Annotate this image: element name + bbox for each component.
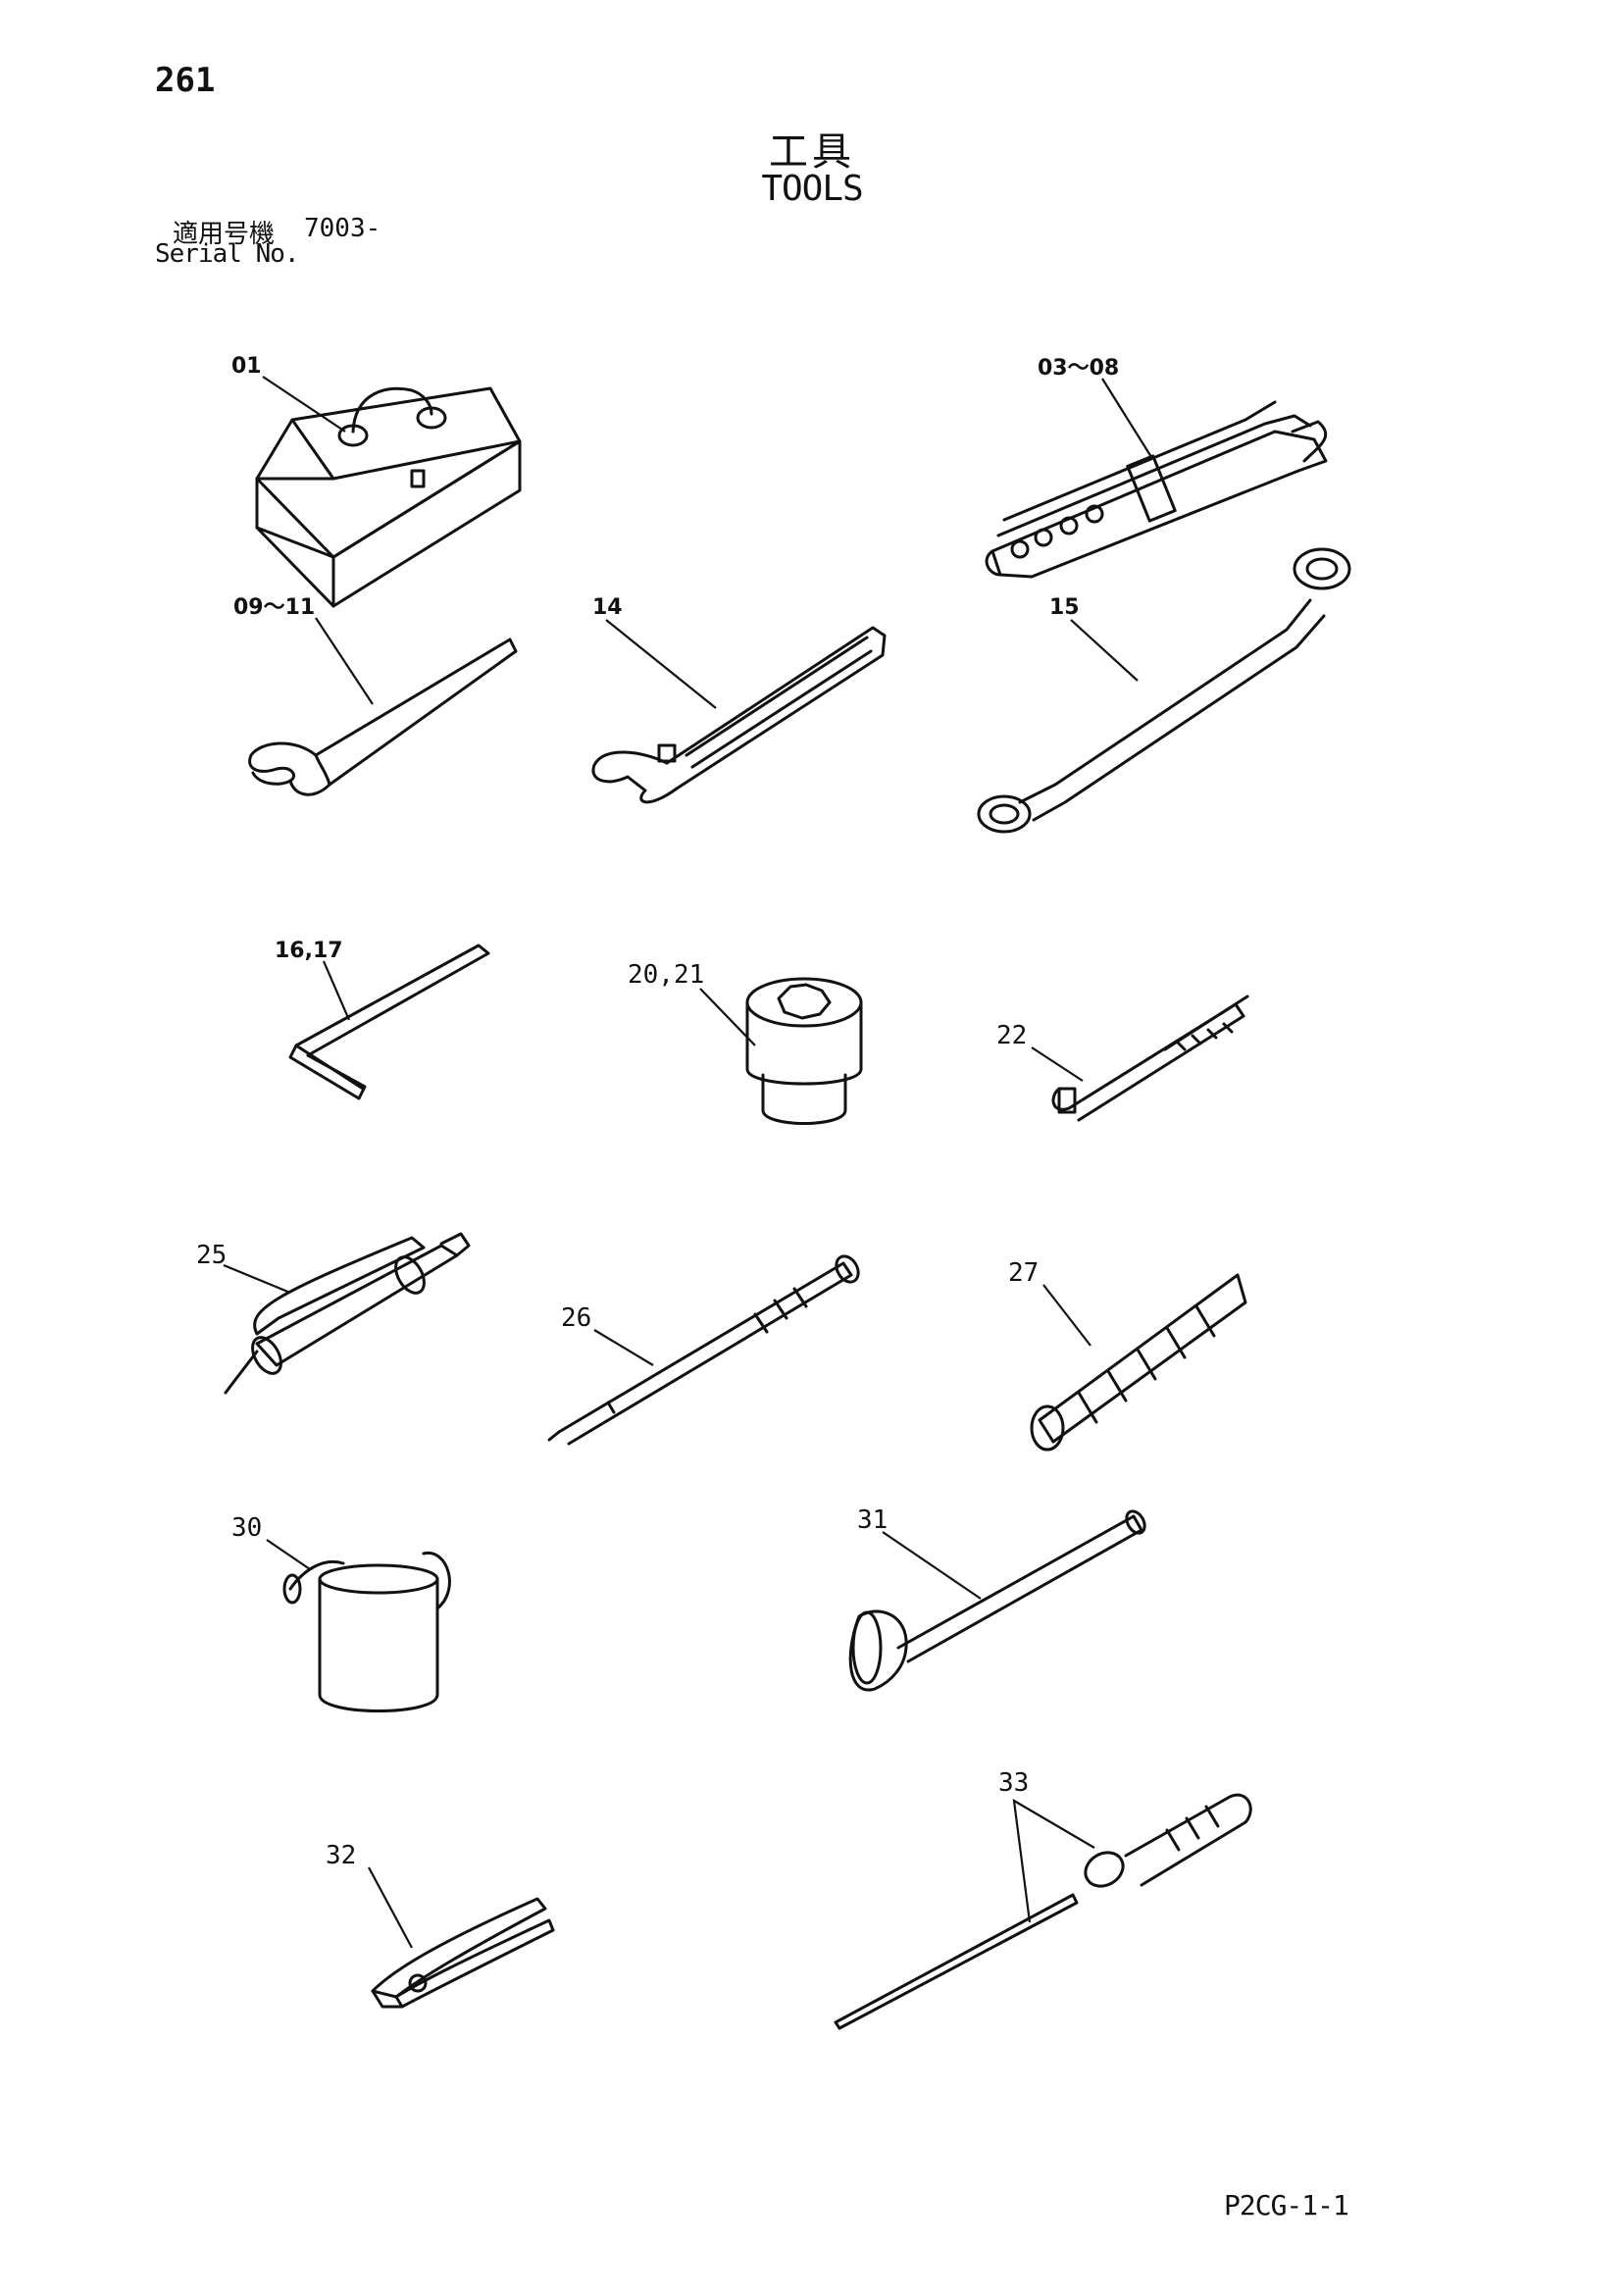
serial-label: Serial No. <box>155 239 300 269</box>
leader-20-21 <box>699 988 756 1046</box>
socket-handle-bar-drawing <box>1051 995 1249 1122</box>
callout-30: 30 <box>231 1513 262 1543</box>
leader-14 <box>605 619 717 709</box>
bellows-boot-drawing <box>1030 1273 1247 1452</box>
callout-14: 14 <box>592 595 623 620</box>
socket-drawing <box>745 977 863 1125</box>
callout-03-08: 03～08 <box>1038 356 1119 381</box>
callout-26: 26 <box>561 1303 591 1333</box>
leader-33 <box>1012 1798 1095 1923</box>
leader-09-11 <box>315 617 374 705</box>
leader-22 <box>1031 1046 1084 1082</box>
pliers-drawing <box>371 1897 555 2009</box>
callout-31: 31 <box>857 1505 888 1535</box>
extension-bar-drawing <box>547 1254 860 1446</box>
leader-32 <box>368 1866 413 1949</box>
combination-wrench-set-drawing <box>985 400 1328 579</box>
callout-32: 32 <box>326 1841 356 1870</box>
serial-number-value: 7003- <box>304 214 381 243</box>
leader-16-17 <box>322 960 351 1021</box>
callout-01: 01 <box>231 354 262 379</box>
adjustable-wrench-drawing <box>591 626 887 804</box>
figure-code: P2CG-1-1 <box>1224 2189 1349 2221</box>
screwdriver-drawing <box>834 1793 1252 2030</box>
callout-25: 25 <box>196 1241 227 1270</box>
toolbox-drawing <box>255 386 522 608</box>
leader-30 <box>266 1539 311 1570</box>
leader-15 <box>1070 619 1139 682</box>
callout-15: 15 <box>1049 595 1080 620</box>
open-end-spanner-drawing <box>248 638 518 796</box>
callout-33: 33 <box>998 1768 1029 1798</box>
hammer-drawing <box>848 1509 1146 1692</box>
box-end-wrench-drawing <box>977 547 1351 834</box>
leader-27 <box>1042 1284 1091 1347</box>
leader-31 <box>882 1531 982 1600</box>
callout-22: 22 <box>996 1021 1027 1050</box>
hex-key-drawing <box>288 944 490 1100</box>
callout-20-21: 20,21 <box>628 960 704 990</box>
callout-27: 27 <box>1008 1258 1039 1288</box>
leader-26 <box>593 1329 654 1366</box>
serial-label-japanese: 適用号機 <box>173 220 276 249</box>
leader-01 <box>262 376 346 433</box>
grease-gun-drawing <box>224 1232 471 1395</box>
callout-16-17: 16,17 <box>275 939 343 963</box>
leader-03-08 <box>1101 378 1152 458</box>
page-title-japanese: 工具 <box>769 129 855 175</box>
callout-09-11: 09～11 <box>233 595 315 620</box>
oil-can-drawing <box>282 1552 451 1712</box>
page-number: 261 <box>155 61 216 100</box>
page-title: TOOLS <box>761 169 863 209</box>
leader-25 <box>223 1263 291 1295</box>
